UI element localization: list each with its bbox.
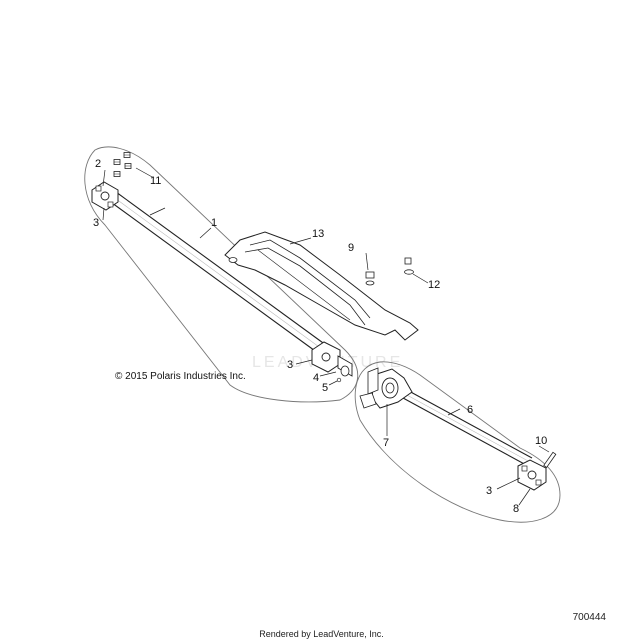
bolt-part-12 xyxy=(404,257,414,275)
rendered-by-footer: Rendered by LeadVenture, Inc. xyxy=(259,629,384,639)
callout-13: 13 xyxy=(312,228,324,240)
callout-10: 10 xyxy=(535,435,547,447)
callout-3c: 3 xyxy=(486,485,492,497)
callout-1: 1 xyxy=(211,217,217,229)
copyright-text: © 2015 Polaris Industries Inc. xyxy=(115,371,246,382)
callout-3b: 3 xyxy=(287,359,293,371)
callout-11: 11 xyxy=(150,175,161,187)
leader-lines xyxy=(102,167,550,506)
front-shaft-rear-u-joint xyxy=(311,341,353,383)
diagram-id: 700444 xyxy=(572,612,606,623)
callout-3a: 3 xyxy=(93,217,99,229)
rear-u-joint xyxy=(517,459,547,491)
front-drive-shaft xyxy=(107,191,331,357)
roll-pin xyxy=(543,451,557,468)
carrier-bearing xyxy=(359,367,413,409)
callout-5: 5 xyxy=(322,382,328,394)
callout-7: 7 xyxy=(383,437,389,449)
callout-2: 2 xyxy=(95,158,101,170)
rear-drive-shaft xyxy=(391,383,533,467)
callout-9: 9 xyxy=(348,242,354,254)
callout-6: 6 xyxy=(467,404,473,416)
callout-8: 8 xyxy=(513,503,519,515)
rear-shaft-group-outline xyxy=(354,361,561,523)
callout-12: 12 xyxy=(428,279,440,291)
callout-4: 4 xyxy=(313,372,319,384)
bolts-part-11 xyxy=(113,152,132,177)
front-shaft-group-outline xyxy=(84,146,359,403)
front-u-joint xyxy=(91,181,119,211)
shaft-guard xyxy=(224,231,419,341)
bolt-part-9 xyxy=(365,271,375,286)
